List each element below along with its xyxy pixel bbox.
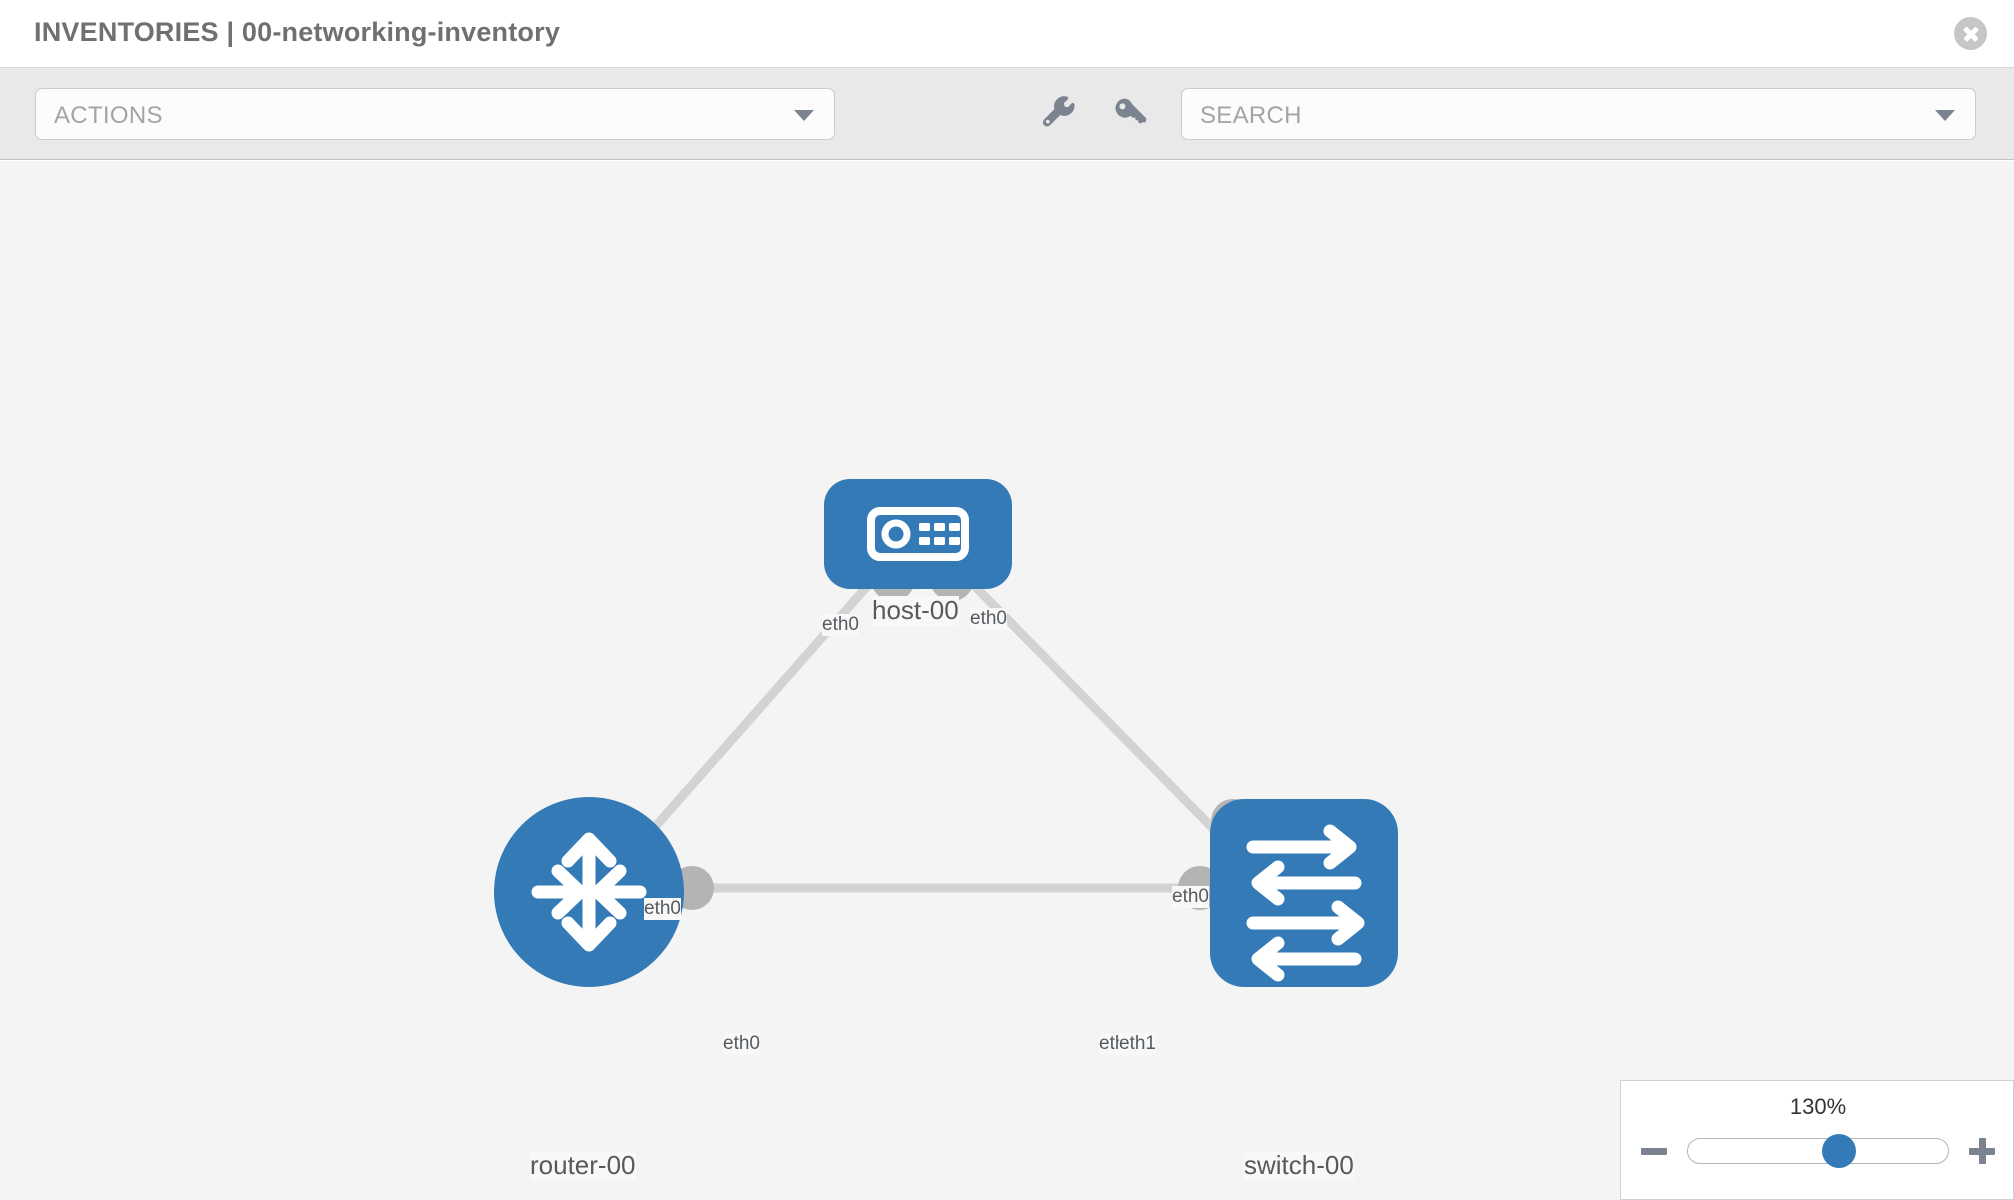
zoom-in-button[interactable] <box>1967 1136 1997 1166</box>
node-label-router-00: router-00 <box>530 1150 636 1181</box>
router-icon <box>531 832 647 952</box>
page-title: INVENTORIES | 00-networking-inventory <box>34 17 561 47</box>
zoom-out-button[interactable] <box>1639 1136 1669 1166</box>
iface-label-host00-right: eth0 <box>970 608 1007 630</box>
server-icon <box>867 507 969 561</box>
iface-label-router00-eth0: eth0 <box>723 1033 760 1055</box>
zoom-slider-row <box>1621 1129 2014 1173</box>
topology-graph <box>494 479 1398 987</box>
iface-label-router00-uplink: eth0 <box>644 898 681 920</box>
search-placeholder: SEARCH <box>1200 102 1302 129</box>
actions-dropdown[interactable]: ACTIONS <box>35 88 835 140</box>
zoom-level-value: 130% <box>1789 1094 1847 1119</box>
zoom-control-panel: 130% <box>1620 1080 2014 1200</box>
port-group <box>670 557 1255 910</box>
switch-icon <box>1246 824 1365 982</box>
toolbar: ACTIONS SEARCH <box>0 68 2014 160</box>
node-host-00[interactable] <box>824 479 1012 589</box>
chevron-down-icon <box>794 110 814 121</box>
iface-label-switch00-eth1: eth1 <box>1119 1033 1156 1055</box>
page-header: INVENTORIES | 00-networking-inventory <box>0 0 2014 68</box>
search-input[interactable]: SEARCH <box>1181 88 1976 140</box>
iface-label-switch00-uplink: eth0 <box>1172 886 1209 908</box>
node-label-host-00: host-00 <box>872 595 959 626</box>
wrench-icon[interactable] <box>1040 95 1078 133</box>
node-switch-00[interactable] <box>1210 799 1398 987</box>
toolbar-icon-group <box>1040 88 1150 140</box>
key-icon[interactable] <box>1112 95 1150 133</box>
node-router-00[interactable] <box>494 797 684 987</box>
topology-canvas[interactable]: host-00 router-00 switch-00 eth0 eth0 et… <box>0 161 2014 1200</box>
zoom-slider[interactable] <box>1687 1134 1949 1168</box>
actions-dropdown-label: ACTIONS <box>54 102 163 129</box>
zoom-slider-handle[interactable] <box>1821 1134 1856 1168</box>
iface-label-host00-left: eth0 <box>822 614 859 636</box>
chevron-down-icon <box>1935 110 1955 121</box>
node-label-switch-00: switch-00 <box>1244 1150 1354 1181</box>
close-icon[interactable] <box>1954 17 1987 50</box>
